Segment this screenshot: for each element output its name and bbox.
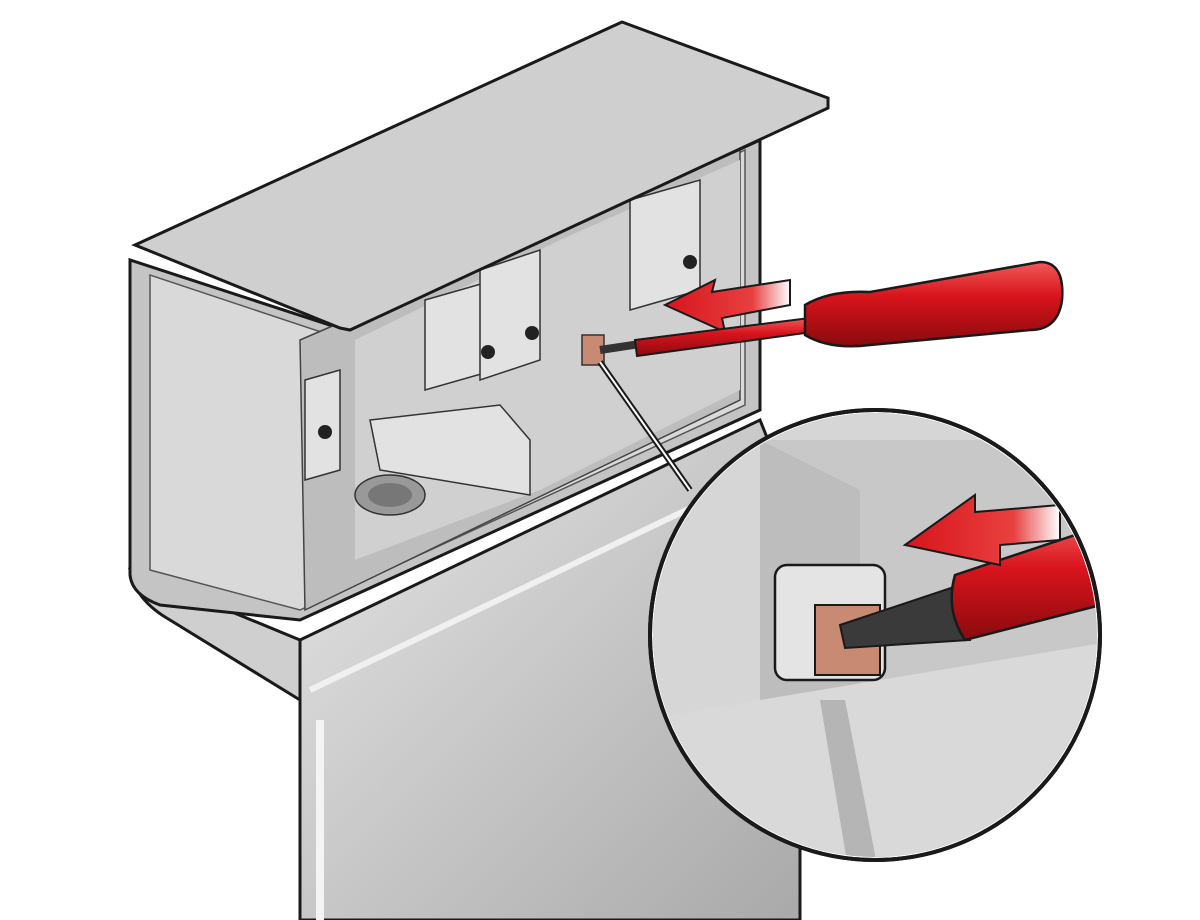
magnifier-detail bbox=[648, 408, 1102, 862]
screwdriver bbox=[599, 260, 1064, 358]
box-lid bbox=[131, 20, 830, 332]
terminal-clamp bbox=[304, 179, 701, 496]
junction-box bbox=[128, 137, 762, 622]
